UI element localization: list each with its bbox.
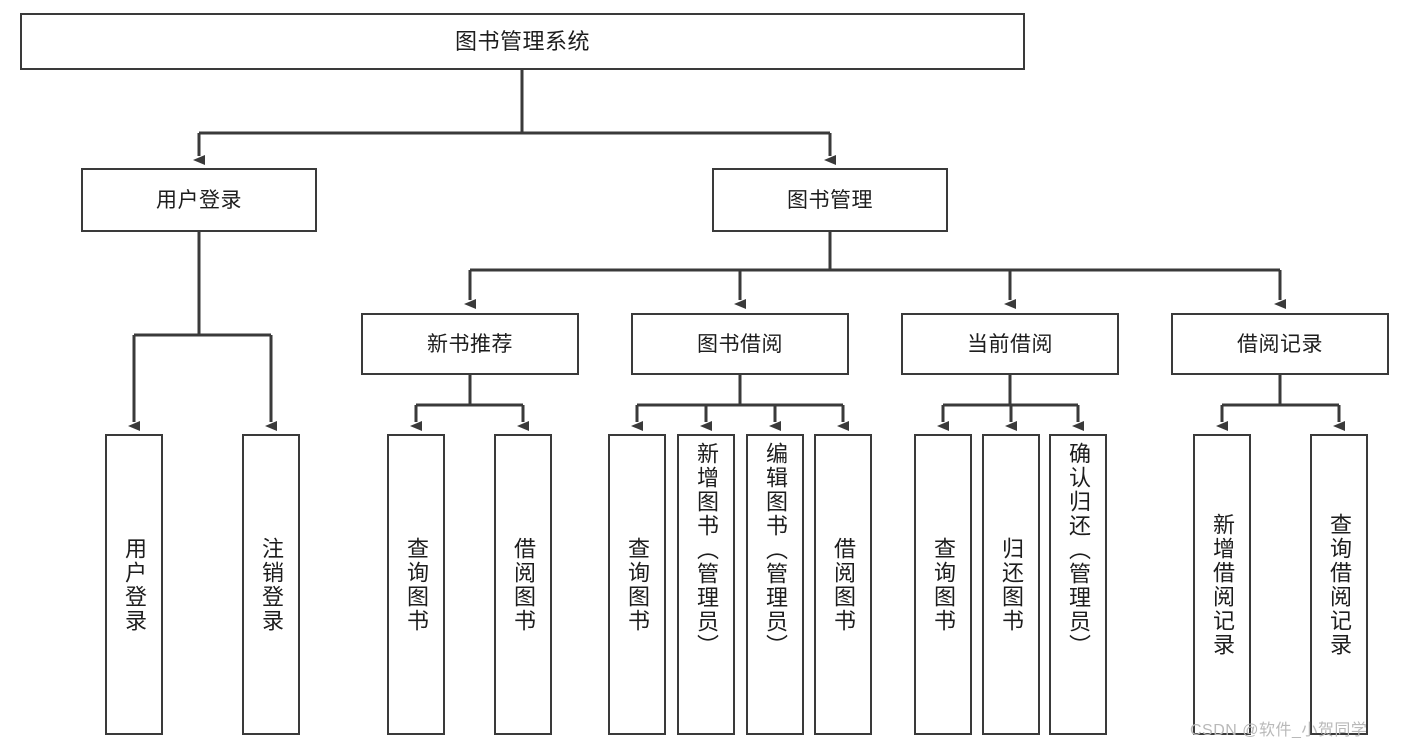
- node-label: 新增借阅记录: [1209, 512, 1235, 657]
- node-label: 查询借阅记录: [1326, 512, 1352, 657]
- leaf-borrow-book-recommend[interactable]: 借阅图书: [494, 434, 552, 735]
- leaf-query-book-borrow[interactable]: 查询图书: [608, 434, 666, 735]
- node-label: 查询图书: [930, 536, 956, 633]
- node-book-borrow[interactable]: 图书借阅: [631, 313, 849, 375]
- node-label: 借阅图书: [830, 536, 856, 633]
- leaf-edit-book-admin[interactable]: 编辑图书（管理员）: [746, 434, 804, 735]
- node-label: 用户登录: [121, 536, 147, 633]
- node-label: 新增图书（管理员）: [693, 442, 719, 658]
- node-user-login[interactable]: 用户登录: [81, 168, 317, 232]
- leaf-borrow-book[interactable]: 借阅图书: [814, 434, 872, 735]
- leaf-query-book-current[interactable]: 查询图书: [914, 434, 972, 735]
- node-root-book-management-system[interactable]: 图书管理系统: [20, 13, 1025, 70]
- leaf-add-book-admin[interactable]: 新增图书（管理员）: [677, 434, 735, 735]
- leaf-confirm-return-admin[interactable]: 确认归还（管理员）: [1049, 434, 1107, 735]
- node-label: 图书管理系统: [454, 28, 590, 54]
- node-label: 图书管理: [787, 188, 873, 212]
- node-current-borrow[interactable]: 当前借阅: [901, 313, 1119, 375]
- node-book-management[interactable]: 图书管理: [712, 168, 948, 232]
- node-borrow-record[interactable]: 借阅记录: [1171, 313, 1389, 375]
- node-label: 新书推荐: [427, 332, 513, 356]
- node-label: 当前借阅: [967, 332, 1053, 356]
- node-label: 借阅图书: [510, 536, 536, 633]
- node-label: 归还图书: [998, 536, 1024, 633]
- node-label: 借阅记录: [1237, 332, 1323, 356]
- node-label: 查询图书: [403, 536, 429, 633]
- leaf-logout-login[interactable]: 注销登录: [242, 434, 300, 735]
- node-label: 查询图书: [624, 536, 650, 633]
- node-new-book-recommend[interactable]: 新书推荐: [361, 313, 579, 375]
- node-label: 确认归还（管理员）: [1065, 442, 1091, 658]
- leaf-user-login[interactable]: 用户登录: [105, 434, 163, 735]
- leaf-return-book[interactable]: 归还图书: [982, 434, 1040, 735]
- node-label: 注销登录: [258, 536, 284, 633]
- node-label: 用户登录: [156, 188, 242, 212]
- leaf-query-book-recommend[interactable]: 查询图书: [387, 434, 445, 735]
- leaf-add-borrow-record[interactable]: 新增借阅记录: [1193, 434, 1251, 735]
- node-label: 编辑图书（管理员）: [762, 442, 788, 658]
- leaf-query-borrow-record[interactable]: 查询借阅记录: [1310, 434, 1368, 735]
- node-label: 图书借阅: [697, 332, 783, 356]
